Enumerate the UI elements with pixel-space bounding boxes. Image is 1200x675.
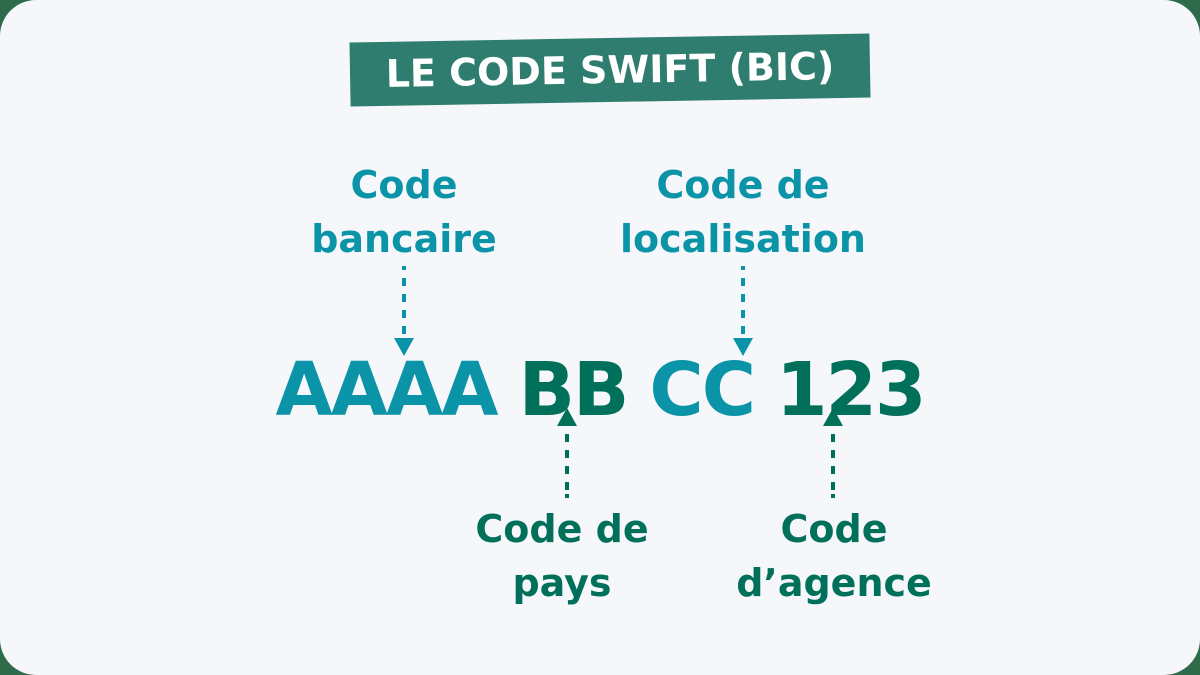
title-banner: LE CODE SWIFT (BIC) [349,33,871,107]
label-branch-code: Code d’agence [736,502,932,610]
code-branch-part: 123 [776,347,926,433]
down-arrow-icon [394,266,414,356]
label-branch-line1: Code [780,507,888,551]
up-arrow-icon [823,408,843,498]
label-country-line1: Code de [475,507,649,551]
label-bank-line1: Code [350,163,458,207]
up-arrow-icon [557,408,577,498]
label-location-line1: Code de [656,163,830,207]
label-bank-line2: bancaire [311,217,497,261]
page-title: LE CODE SWIFT (BIC) [385,44,835,96]
label-branch-line2: d’agence [736,561,932,605]
code-bank-part: AAAA [275,347,499,433]
label-country-line2: pays [512,561,612,605]
code-country-part: BB [518,347,630,433]
label-location-line2: localisation [620,217,866,261]
down-arrow-icon [733,266,753,356]
label-location-code: Code de localisation [620,158,866,266]
label-country-code: Code de pays [475,502,648,610]
label-bank-code: Code bancaire [311,158,497,266]
code-location-part: CC [649,347,756,433]
